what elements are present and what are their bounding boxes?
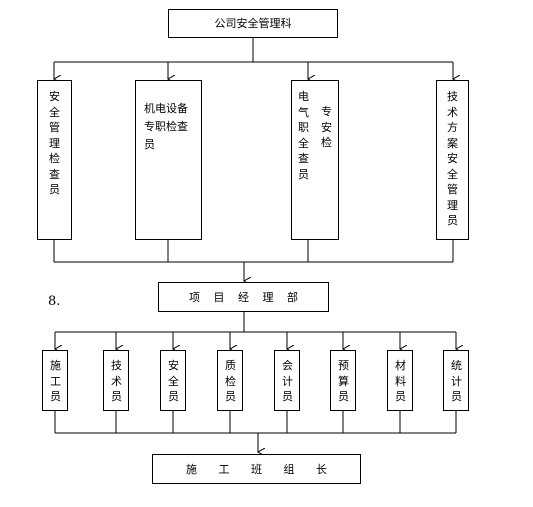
box-tech-safety-manager: 技术方案安全管理员 [436,80,469,240]
box-mech-elec-inspector: 机电设备 专职检查 员 [135,80,202,240]
box-materials: 材料员 [387,350,413,411]
box-materials-label: 材料员 [395,359,406,403]
box-safety: 安全员 [160,350,186,411]
box-safety-label: 安全员 [168,359,179,403]
section-number: 8. [48,294,61,309]
box-electrical-col1: 电气职全查员 [298,90,309,181]
box-electrical-col2: 专安检 [321,105,332,149]
box-quality: 质检员 [217,350,243,411]
box-mech-elec-line3: 员 [144,138,155,151]
box-mech-elec-line1: 机电设备 [144,102,188,115]
middle-box-label: 项 目 经 理 部 [189,291,298,304]
box-construction-label: 施工员 [50,359,61,403]
box-accounting: 会计员 [274,350,300,411]
box-statistics: 统计员 [443,350,469,411]
box-construction: 施工员 [42,350,68,411]
bottom-box-team-leader: 施 工 班 组 长 [152,454,361,484]
top-box-label: 公司安全管理科 [214,17,292,30]
bottom-box-label: 施 工 班 组 长 [186,463,327,476]
top-box-safety-dept: 公司安全管理科 [168,9,338,38]
box-accounting-label: 会计员 [282,359,293,403]
box-technician: 技术员 [103,350,129,411]
box-safety-inspector: 安全管理检查员 [37,80,72,240]
box-budget-label: 预算员 [338,359,349,403]
box-statistics-label: 统计员 [451,359,462,403]
box-quality-label: 质检员 [225,359,236,403]
box-technician-label: 技术员 [111,359,122,403]
box-mech-elec-line2: 专职检查 [144,120,188,133]
box-electrical-inspector: 电气职全查员 专安检 [291,80,339,240]
box-safety-inspector-label: 安全管理检查员 [49,90,60,196]
box-budget: 预算员 [330,350,356,411]
middle-box-project-dept: 项 目 经 理 部 [158,282,329,312]
box-tech-safety-label: 技术方案安全管理员 [447,90,458,227]
